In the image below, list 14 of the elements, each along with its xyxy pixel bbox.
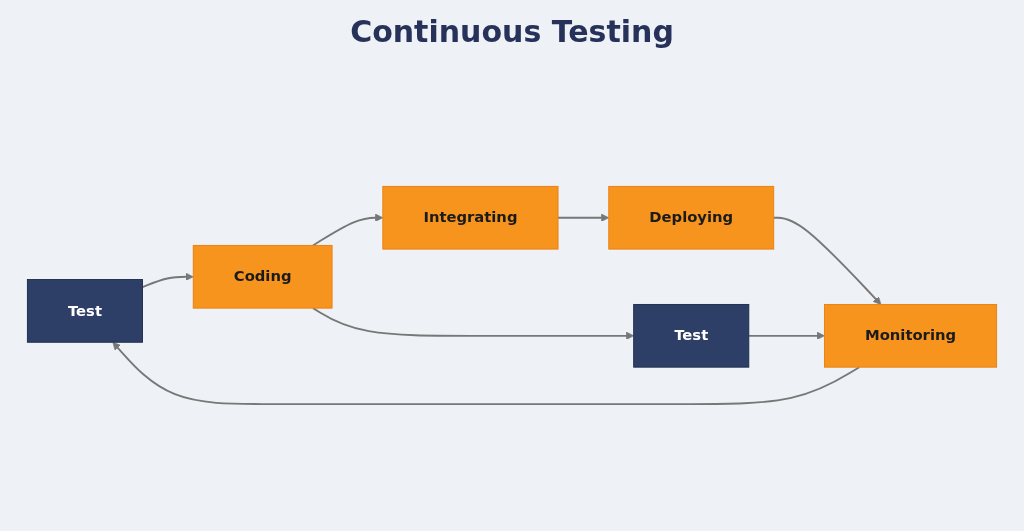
node-box: Integrating <box>382 186 559 250</box>
node-box: Deploying <box>608 186 775 250</box>
node-box: Monitoring <box>824 304 998 368</box>
arrow <box>141 273 194 289</box>
node-box: Test <box>633 304 750 368</box>
arrow <box>772 217 882 306</box>
arrow <box>747 332 825 341</box>
arrow <box>312 307 635 341</box>
arrow <box>112 342 861 406</box>
node-box: Test <box>26 279 143 343</box>
arrow <box>312 213 384 247</box>
node-box: Coding <box>192 245 333 309</box>
arrow <box>557 213 610 223</box>
diagram-title: Continuous Testing <box>349 14 675 49</box>
